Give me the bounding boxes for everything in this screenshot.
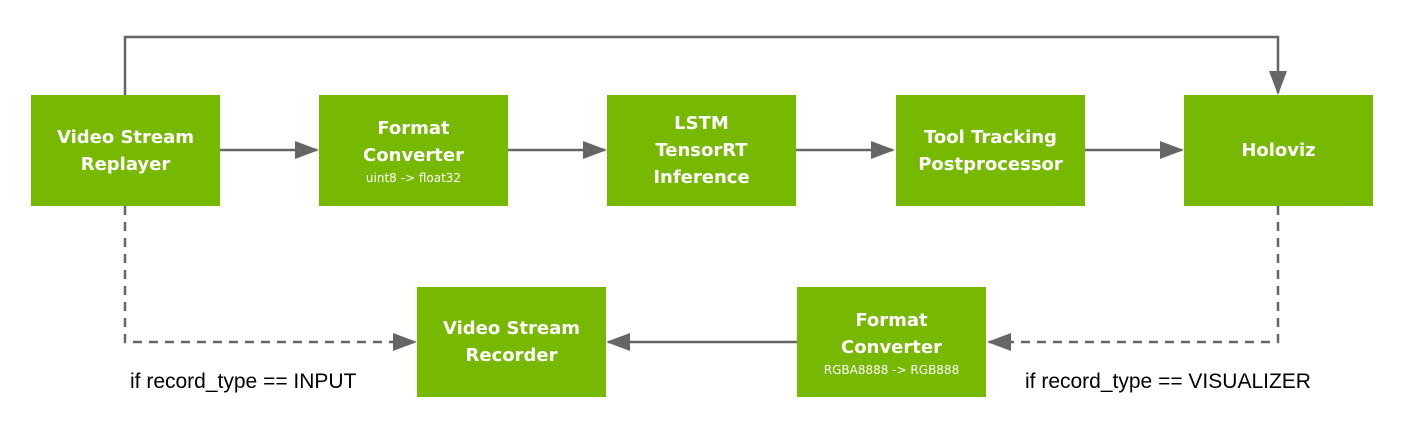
node-title: LSTM TensorRT Inference	[653, 113, 750, 188]
edge-holoviz-to-format-converter-2-dashed	[987, 206, 1280, 351]
node-title: Video Stream Recorder	[442, 318, 581, 366]
node-title: Holoviz	[1241, 140, 1316, 161]
node-lstm-tensorrt-inference[interactable]: LSTM TensorRT Inference	[607, 95, 796, 206]
node-title: Tool Tracking Postprocessor	[918, 126, 1063, 175]
node-title: Video Stream Replayer	[56, 126, 195, 175]
node-subtitle: RGBA8888 -> RGB888	[823, 362, 960, 377]
node-video-stream-replayer[interactable]: Video Stream Replayer	[31, 95, 220, 206]
node-tool-tracking-postprocessor[interactable]: Tool Tracking Postprocessor	[896, 95, 1085, 206]
edge-replayer-to-recorder-dashed	[123, 206, 417, 351]
edge-replayer-to-holoviz	[123, 35, 1287, 95]
node-format-converter-1[interactable]: Format Converter uint8 -> float32	[319, 95, 508, 206]
node-format-converter-2[interactable]: Format Converter RGBA8888 -> RGB888	[797, 287, 986, 397]
node-video-stream-recorder[interactable]: Video Stream Recorder	[417, 287, 606, 397]
visualizer-condition-label: if record_type == VISUALIZER	[1025, 370, 1311, 393]
node-title: Format Converter	[363, 118, 464, 166]
node-holoviz[interactable]: Holoviz	[1184, 95, 1373, 206]
input-condition-label: if record_type == INPUT	[130, 370, 357, 393]
node-title: Format Converter	[841, 309, 942, 358]
node-subtitle: uint8 -> float32	[365, 171, 462, 185]
